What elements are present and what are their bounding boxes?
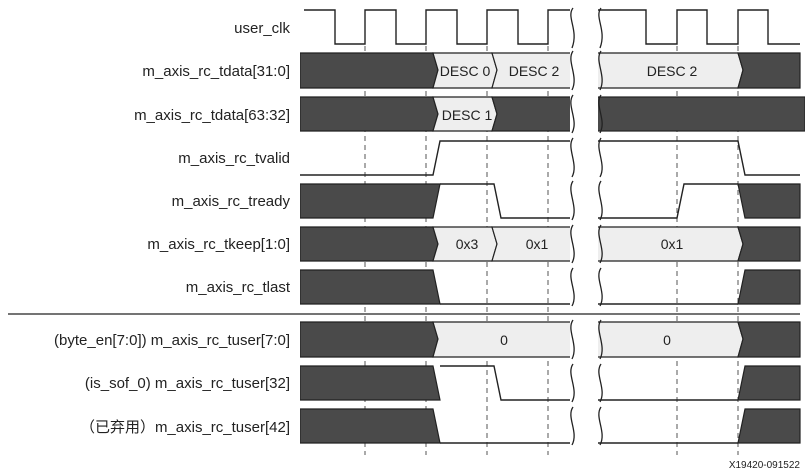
tdata-hi-right-segment — [598, 96, 805, 132]
tdata-lo-idle-segment — [300, 52, 439, 89]
label-tdata-hi: m_axis_rc_tdata[63:32] — [134, 107, 290, 124]
tdata-lo-desc2-cont-text: DESC 2 — [647, 63, 698, 79]
break-left-tdata-lo — [570, 50, 575, 91]
tready-line — [440, 183, 570, 219]
figure-id: X19420-091522 — [729, 460, 801, 471]
label-tlast: m_axis_rc_tlast — [186, 279, 291, 296]
label-tvalid: m_axis_rc_tvalid — [178, 150, 290, 167]
wave-tdata-lo: DESC 0 DESC 2 DESC 2 — [300, 52, 801, 89]
break-left-tuser-42 — [570, 406, 575, 446]
tuser-byte-en-end-segment — [737, 321, 801, 358]
label-tready: m_axis_rc_tready — [172, 193, 291, 210]
wave-user-clk — [304, 9, 800, 45]
tkeep-end-segment — [737, 226, 801, 262]
break-right-tdata-lo — [598, 50, 603, 91]
wave-tvalid — [300, 140, 800, 176]
tuser-is-sof-end-segment — [737, 365, 801, 401]
label-tuser-byte-en: (byte_en[7:0]) m_axis_rc_tuser[7:0] — [54, 332, 290, 349]
label-tuser-is-sof: (is_sof_0) m_axis_rc_tuser[32] — [85, 375, 290, 392]
label-tkeep: m_axis_rc_tkeep[1:0] — [147, 236, 290, 253]
wave-tready — [300, 183, 801, 219]
wave-tkeep: 0x3 0x1 0x1 — [300, 226, 801, 262]
tdata-lo-desc0-text: DESC 0 — [440, 63, 491, 79]
tlast-end-segment — [737, 269, 801, 305]
break-left-tdata-hi — [570, 94, 575, 134]
tuser-byte-en-idle-segment — [300, 321, 439, 358]
break-left-tuser-is-sof — [570, 363, 575, 403]
label-tuser-42: （已弃用）m_axis_rc_tuser[42] — [80, 419, 290, 436]
break-left-tkeep — [570, 224, 575, 264]
break-right-tkeep — [598, 224, 603, 264]
break-right-tuser-42 — [598, 406, 603, 446]
break-right-tready — [598, 180, 603, 221]
wave-tlast — [300, 269, 801, 305]
break-right-tvalid — [598, 137, 603, 178]
tdata-hi-after-segment — [491, 96, 570, 132]
break-left-tready — [570, 180, 575, 221]
wave-tuser-is-sof — [300, 365, 801, 401]
tkeep-0x1-cont-text: 0x1 — [661, 236, 684, 252]
tkeep-0x3-text: 0x3 — [456, 236, 479, 252]
tkeep-idle-segment — [300, 226, 439, 262]
time-break-marks — [570, 7, 603, 446]
break-left-tvalid — [570, 137, 575, 178]
label-user-clk: user_clk — [234, 20, 290, 37]
tkeep-0x1-segment — [491, 226, 570, 262]
tuser-byte-en-zero-cont-text: 0 — [663, 332, 671, 348]
tdata-lo-desc2-segment — [491, 52, 570, 89]
tdata-hi-desc1-text: DESC 1 — [442, 107, 493, 123]
wave-tuser-42 — [300, 408, 801, 444]
break-left-tuser-byte-en — [570, 319, 575, 360]
break-right-tuser-is-sof — [598, 363, 603, 403]
tdata-lo-end-segment — [737, 52, 801, 89]
signal-labels: user_clk m_axis_rc_tdata[31:0] m_axis_rc… — [54, 20, 291, 436]
tkeep-0x1-text: 0x1 — [526, 236, 549, 252]
tuser-42-end-segment — [737, 408, 801, 444]
tuser-42-idle-segment — [300, 408, 441, 444]
wave-tdata-hi: DESC 1 — [300, 96, 805, 132]
tlast-idle-segment — [300, 269, 441, 305]
break-right-clk — [598, 7, 603, 49]
break-right-tlast — [598, 267, 603, 307]
tready-idle-segment — [300, 183, 441, 219]
tdata-lo-desc2-text: DESC 2 — [509, 63, 560, 79]
tuser-is-sof-idle-segment — [300, 365, 441, 401]
tuser-byte-en-zero-segment — [432, 321, 570, 358]
tuser-byte-en-zero-text: 0 — [500, 332, 508, 348]
label-tdata-lo: m_axis_rc_tdata[31:0] — [142, 63, 290, 80]
break-left-clk — [570, 7, 575, 49]
tready-line-right — [598, 183, 738, 219]
break-left-tlast — [570, 267, 575, 307]
tuser-is-sof-line — [440, 365, 570, 401]
break-right-tuser-byte-en — [598, 319, 603, 360]
tready-end-segment — [737, 183, 801, 219]
wave-tuser-byte-en: 0 0 — [300, 321, 801, 358]
tdata-hi-idle-segment — [300, 96, 439, 132]
break-right-tdata-hi — [598, 94, 603, 134]
